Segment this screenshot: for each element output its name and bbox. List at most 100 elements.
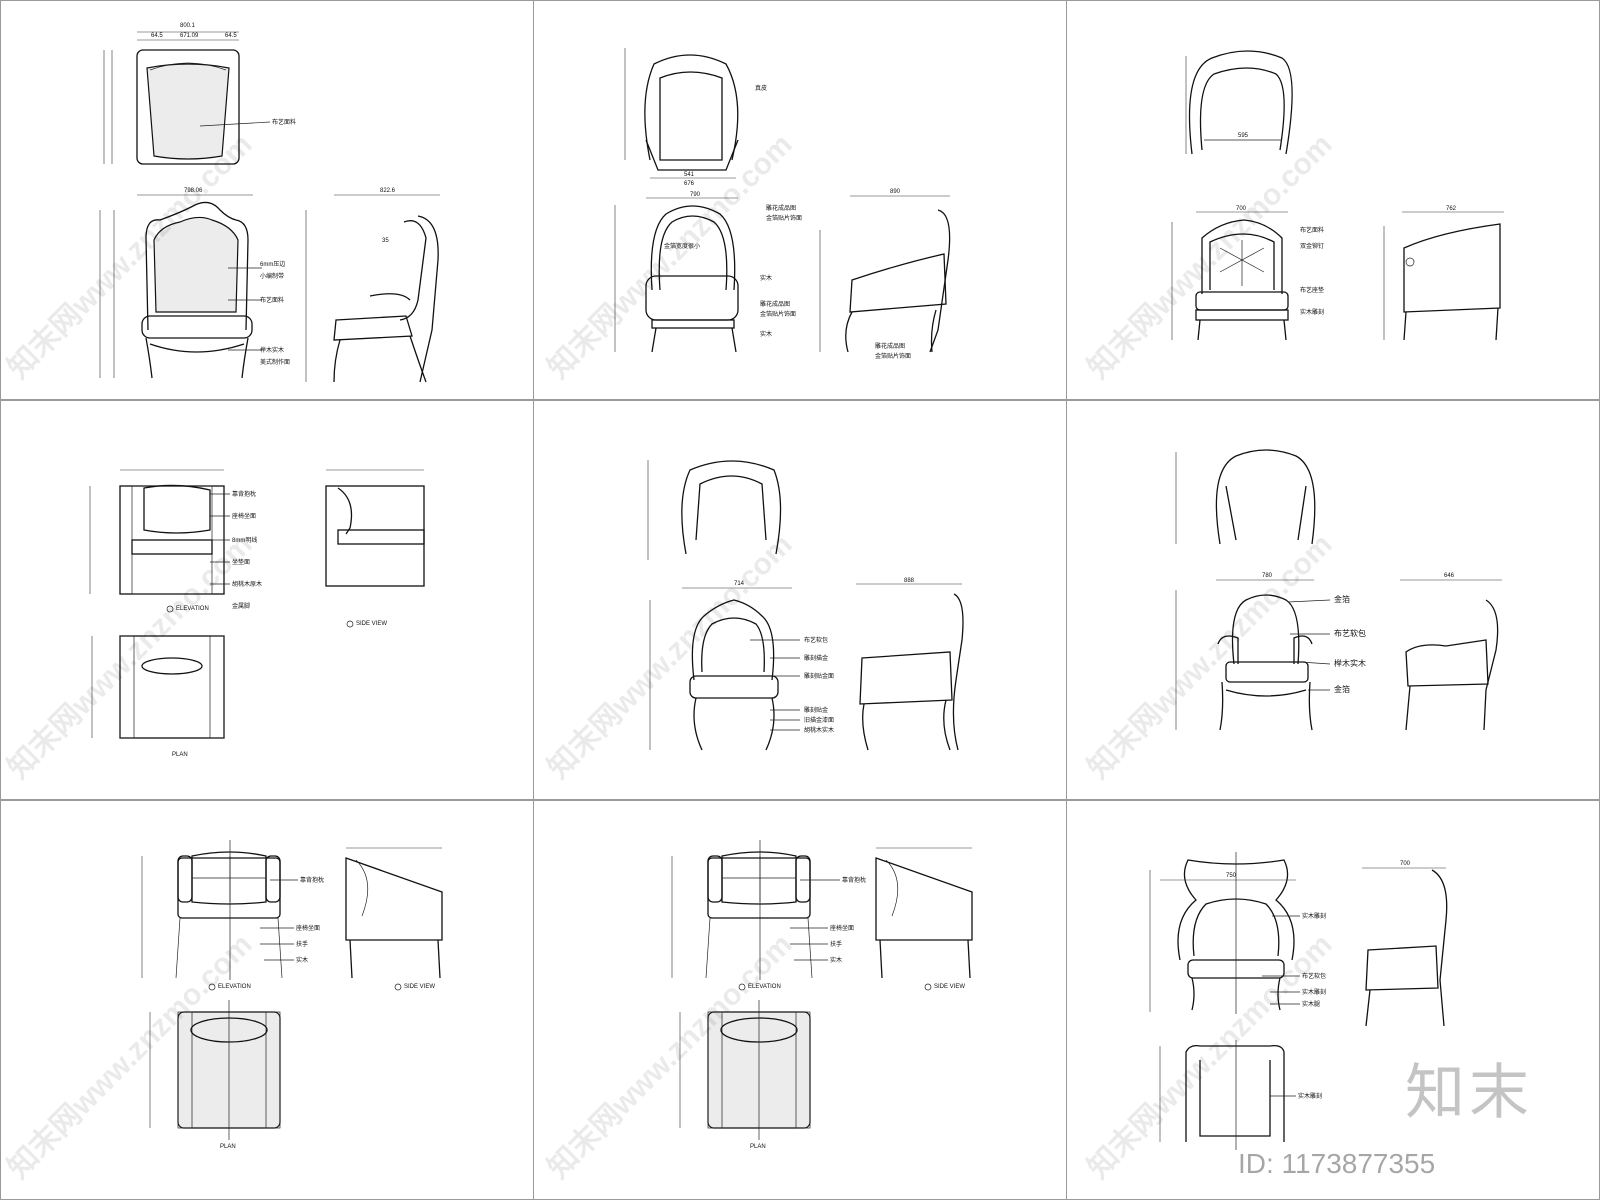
plan-view: PLAN [149, 1000, 281, 1150]
dim-text: 762 [1446, 206, 1457, 212]
label-text: 雕刻贴金 [804, 706, 828, 714]
view-title: ELEVATION [176, 606, 209, 612]
label-text: 靠背抱枕 [842, 876, 866, 884]
label-text: 金箔贴片饰面 [875, 352, 911, 360]
label-text: 8mm明线 [232, 536, 257, 544]
panel-wingback-chair: 800.1 64.5 671.09 64.5 布艺面料 798.06 6mm压边… [99, 23, 440, 383]
label-text: 坐垫面 [232, 558, 250, 566]
view-title: ELEVATION [218, 984, 251, 990]
view-title: PLAN [172, 752, 188, 758]
dim-text: 822.6 [380, 188, 396, 194]
brand-logo-text: 知末 [1405, 1058, 1533, 1128]
label-text: 雕刻贴金面 [804, 672, 834, 680]
dim-text: 700 [1236, 206, 1247, 212]
dim-text: 646 [1444, 573, 1455, 579]
plan-view: 541 676 真皮 [624, 48, 767, 187]
plan-view [1175, 449, 1316, 545]
dim-text: 64.5 [151, 33, 163, 39]
label-text: 金属脚 [232, 602, 250, 610]
panel-ornate-throne-chair: 714 布艺软包 雕刻描金 雕刻贴金面 雕刻贴金 旧描金漆面 胡桃木实木 888 [647, 460, 964, 751]
dim-text: 676 [684, 181, 695, 187]
label-text: 实木雕刻 [1302, 912, 1326, 920]
panel-tufted-armchair: 595 700 布艺面料 双金铆钉 布艺座垫 实木雕刻 762 [1171, 50, 1504, 341]
label-text: 6mm压边 [260, 260, 285, 268]
front-elevation: 靠背抱枕 座椅坐面 扶手 实木 ELEVATION [141, 840, 324, 991]
front-elevation: 700 布艺面料 双金铆钉 布艺座垫 实木雕刻 [1171, 206, 1324, 341]
label-text: 实木腿 [1302, 1000, 1320, 1008]
label-text: 胡桃木原木 [232, 580, 262, 588]
watermark: 知末网www.znzmo.com [1082, 128, 1339, 385]
label-text: 金箔贴片饰面 [760, 310, 796, 318]
side-elevation: SIDE VIEW [875, 847, 973, 991]
label-text: 金箔 [1334, 594, 1350, 604]
label-text: 靠背抱枕 [232, 490, 256, 498]
dim-text: 35 [382, 238, 389, 244]
label-text: 实木雕刻 [1302, 988, 1326, 996]
label-text: 胡桃木实木 [804, 726, 834, 734]
watermark: 知末网www.znzmo.com [1082, 528, 1339, 785]
side-elevation: SIDE VIEW [325, 469, 425, 628]
label-text: 座椅坐面 [232, 512, 256, 520]
dim-text: 541 [684, 172, 695, 178]
label-text: 座椅坐面 [296, 924, 320, 932]
view-title: PLAN [750, 1144, 766, 1150]
view-title: ELEVATION [748, 984, 781, 990]
label-text: 金箔贴片饰面 [766, 214, 802, 222]
image-id-label: ID: 1173877355 [1238, 1148, 1436, 1179]
panel-modern-club-chair: 靠背抱枕 座椅坐面 8mm明线 坐垫面 胡桃木原木 金属脚 ELEVATION … [89, 469, 425, 758]
label-text: 榉木实木 [1334, 658, 1366, 668]
side-elevation: 700 [1362, 861, 1448, 1027]
front-elevation: 750 实木雕刻 布艺软包 实木雕刻 实木腿 [1149, 852, 1326, 1014]
panel-scroll-wing-chair: 750 实木雕刻 布艺软包 实木雕刻 实木腿 700 实木雕刻 [1149, 852, 1448, 1150]
label-text: 扶手 [296, 940, 308, 948]
label-text: 靠背抱枕 [300, 876, 324, 884]
dim-text: 64.5 [225, 33, 237, 39]
dim-text: 714 [734, 581, 745, 587]
front-elevation: 798.06 6mm压边 小编制带 布艺面料 榉木实木 美式制作面 [99, 188, 290, 379]
front-elevation: 714 布艺软包 雕刻描金 雕刻贴金面 雕刻贴金 旧描金漆面 胡桃木实木 [649, 581, 834, 751]
panel-baroque-armchair: 541 676 真皮 790 雕花成品图 金箔贴片饰面 金箔宽度很小 实木 雕花… [614, 48, 951, 360]
label-text: 小编制带 [260, 272, 284, 280]
label-text: 真皮 [755, 84, 767, 92]
dim-text: 750 [1226, 873, 1237, 879]
label-text: 座椅坐面 [830, 924, 854, 932]
dim-text: 595 [1238, 133, 1249, 139]
side-elevation: 762 [1383, 206, 1504, 341]
label-text: 实木 [760, 330, 772, 338]
label-text: 布艺软包 [1334, 628, 1366, 638]
side-elevation: 822.6 35 [305, 188, 440, 383]
watermark: 知末网www.znzmo.com [542, 128, 799, 385]
plan-view: PLAN [91, 635, 225, 758]
label-text: 实木 [296, 956, 308, 964]
dim-text: 800.1 [180, 23, 196, 29]
plan-view: 800.1 64.5 671.09 64.5 布艺面料 [103, 23, 296, 165]
label-text: 实木雕刻 [1298, 1092, 1322, 1100]
front-elevation: 790 雕花成品图 金箔贴片饰面 金箔宽度很小 实木 雕花成品图 金箔贴片饰面 … [614, 192, 802, 353]
label-text: 旧描金漆面 [804, 716, 834, 724]
label-text: 布艺面料 [272, 118, 296, 126]
watermark: 知末网www.znzmo.com [2, 528, 259, 785]
view-title: SIDE VIEW [934, 984, 965, 990]
plan-view [647, 460, 782, 560]
panel-cushioned-armchair-a: 靠背抱枕 座椅坐面 扶手 实木 ELEVATION SIDE VIEW PLAN [141, 840, 443, 1150]
label-text: 布艺面料 [260, 296, 284, 304]
label-text: 双金铆钉 [1300, 242, 1324, 250]
label-text: 金箔 [1334, 684, 1350, 694]
dim-text: 890 [890, 189, 901, 195]
dim-text: 790 [690, 192, 701, 198]
dim-text: 798.06 [184, 188, 203, 194]
label-text: 实木雕刻 [1300, 308, 1324, 316]
label-text: 布艺面料 [1300, 226, 1324, 234]
view-title: SIDE VIEW [404, 984, 435, 990]
dim-text: 671.09 [180, 33, 199, 39]
watermark: 知末网www.znzmo.com [542, 528, 799, 785]
plan-view: 实木雕刻 [1159, 1040, 1322, 1150]
watermark: 知末网www.znzmo.com [1082, 928, 1339, 1185]
label-text: 美式制作面 [260, 358, 290, 366]
label-text: 扶手 [830, 940, 842, 948]
panel-cushioned-armchair-b: 靠背抱枕 座椅坐面 扶手 实木 ELEVATION SIDE VIEW PLAN [671, 840, 973, 1150]
label-text: 雕花成品图 [766, 204, 796, 212]
side-elevation: 890 雕花成品图 金箔贴片饰面 [819, 189, 951, 360]
front-elevation: 780 金箔 布艺软包 榉木实木 金箔 [1175, 573, 1366, 731]
dim-text: 888 [904, 578, 915, 584]
